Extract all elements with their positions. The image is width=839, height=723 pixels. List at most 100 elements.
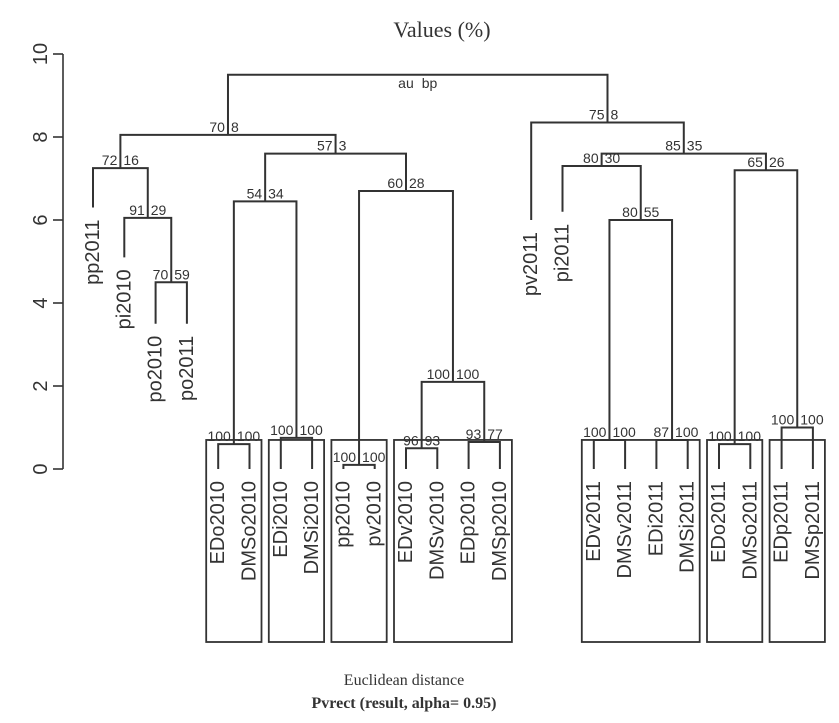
leaf-label: pi2011 (552, 224, 574, 283)
au-pvalue: 100 (333, 449, 357, 465)
dendrogram-branch (226, 73, 609, 135)
dendrogram-branch (655, 438, 689, 469)
dendrogram-branch (119, 133, 337, 169)
bp-pvalue: 16 (123, 152, 139, 168)
au-pvalue: 100 (270, 422, 294, 438)
leaf-label: pp2011 (82, 220, 104, 285)
au-pvalue: 85 (665, 138, 681, 154)
bp-pvalue: 8 (610, 106, 618, 122)
bp-pvalue: 100 (362, 449, 386, 465)
dendrogram-branches (92, 73, 814, 469)
leaf-label: EDp2011 (771, 481, 793, 563)
au-pvalue: 80 (583, 150, 599, 166)
bp-pvalue: 100 (800, 412, 824, 428)
dendrogram-branch (592, 438, 627, 469)
dendrogram-branch (405, 447, 439, 469)
cluster-highlight-rect (580, 439, 701, 643)
au-pvalue: 65 (747, 154, 763, 170)
leaf-label: EDo2011 (708, 481, 730, 563)
x-axis-label: Euclidean distance (344, 672, 464, 689)
dendrogram-branch (600, 152, 767, 171)
leaf-label: po2011 (176, 336, 198, 401)
au-pvalue: 87 (653, 424, 669, 440)
au-pvalue: 54 (247, 185, 263, 201)
leaf-label: DMSp2011 (802, 481, 824, 580)
leaf-label: EDp2010 (458, 481, 480, 564)
dendrogram-branch (342, 463, 376, 469)
bp-pvalue: 100 (612, 424, 636, 440)
au-pvalue: 72 (102, 152, 118, 168)
au-pvalue: 57 (317, 138, 333, 154)
au-pvalue: 70 (209, 119, 225, 135)
bp-pvalue: 30 (605, 150, 621, 166)
leaf-label: DMSv2011 (614, 481, 636, 578)
dendrogram-branch (264, 152, 407, 202)
bp-pvalue: 8 (231, 119, 239, 135)
leaf-label: po2010 (145, 336, 167, 403)
chart-title: Values (%) (393, 17, 490, 42)
leaf-label: DMSi2011 (677, 481, 699, 573)
leaf-label: pp2010 (332, 481, 354, 548)
dendrogram-branch (232, 200, 298, 445)
cluster-highlight-rects (205, 439, 826, 643)
y-tick-label: 6 (30, 214, 52, 225)
leaf-label: EDo2010 (207, 481, 229, 564)
dendrogram-branch (530, 121, 685, 220)
au-pvalue: 80 (622, 204, 638, 220)
leaf-label: DMSv2010 (426, 481, 448, 580)
bp-pvalue: 34 (268, 185, 284, 201)
au-pvalue: 100 (207, 428, 231, 444)
bp-pvalue: 35 (687, 138, 703, 154)
leaf-label: DMSp2010 (489, 481, 511, 581)
dendrogram-branch (217, 443, 251, 469)
au-pvalue: 100 (427, 366, 451, 382)
dendrogram-branch (279, 436, 314, 469)
au-pvalue: 93 (466, 426, 482, 442)
cluster-highlight-rect (393, 439, 513, 643)
bp-pvalue: 100 (675, 424, 699, 440)
au-pvalue: 100 (771, 412, 795, 428)
au-legend-label: au (398, 75, 414, 91)
y-tick-label: 10 (30, 43, 52, 65)
dendrogram-branch (733, 169, 799, 445)
au-pvalue: 70 (153, 266, 169, 282)
bp-pvalue: 29 (151, 202, 167, 218)
leaf-label: EDi2010 (270, 481, 292, 558)
au-pvalue: 60 (387, 175, 403, 191)
bp-legend-label: bp (422, 75, 438, 91)
bp-pvalue: 100 (299, 422, 323, 438)
leaf-label: DMSi2010 (301, 481, 323, 574)
bp-pvalue: 59 (174, 266, 190, 282)
bp-pvalue: 55 (644, 204, 660, 220)
y-tick-label: 2 (30, 380, 52, 391)
bp-pvalue: 100 (237, 428, 261, 444)
bp-pvalue: 3 (339, 138, 347, 154)
leaf-label: pi2010 (113, 269, 135, 329)
au-pvalue: 96 (403, 432, 419, 448)
bp-pvalue: 77 (487, 426, 503, 442)
cluster-highlight-rect (768, 439, 826, 643)
y-tick-label: 0 (30, 463, 52, 474)
leaf-label: DMSo2011 (739, 481, 761, 580)
bp-pvalue: 93 (425, 432, 441, 448)
method-sublabel: Pvrect (result, alpha= 0.95) (312, 695, 497, 712)
au-pvalue: 100 (708, 428, 732, 444)
bp-pvalue: 100 (456, 366, 480, 382)
au-pvalue: 75 (589, 106, 605, 122)
leaf-label: pv2010 (364, 481, 386, 547)
leaf-label: pv2011 (520, 232, 542, 296)
bp-pvalue: 28 (409, 175, 425, 191)
dendrogram-branch (467, 441, 501, 469)
y-tick-label: 8 (30, 131, 52, 142)
dendrogram-branch (608, 219, 674, 440)
dendrogram-branch (780, 426, 814, 469)
au-pvalue: 100 (583, 424, 607, 440)
dendrogram-branch (154, 281, 188, 324)
leaf-label: EDi2011 (645, 481, 667, 556)
leaf-label: DMSo2010 (239, 481, 261, 581)
dendrogram-branch (358, 189, 454, 465)
